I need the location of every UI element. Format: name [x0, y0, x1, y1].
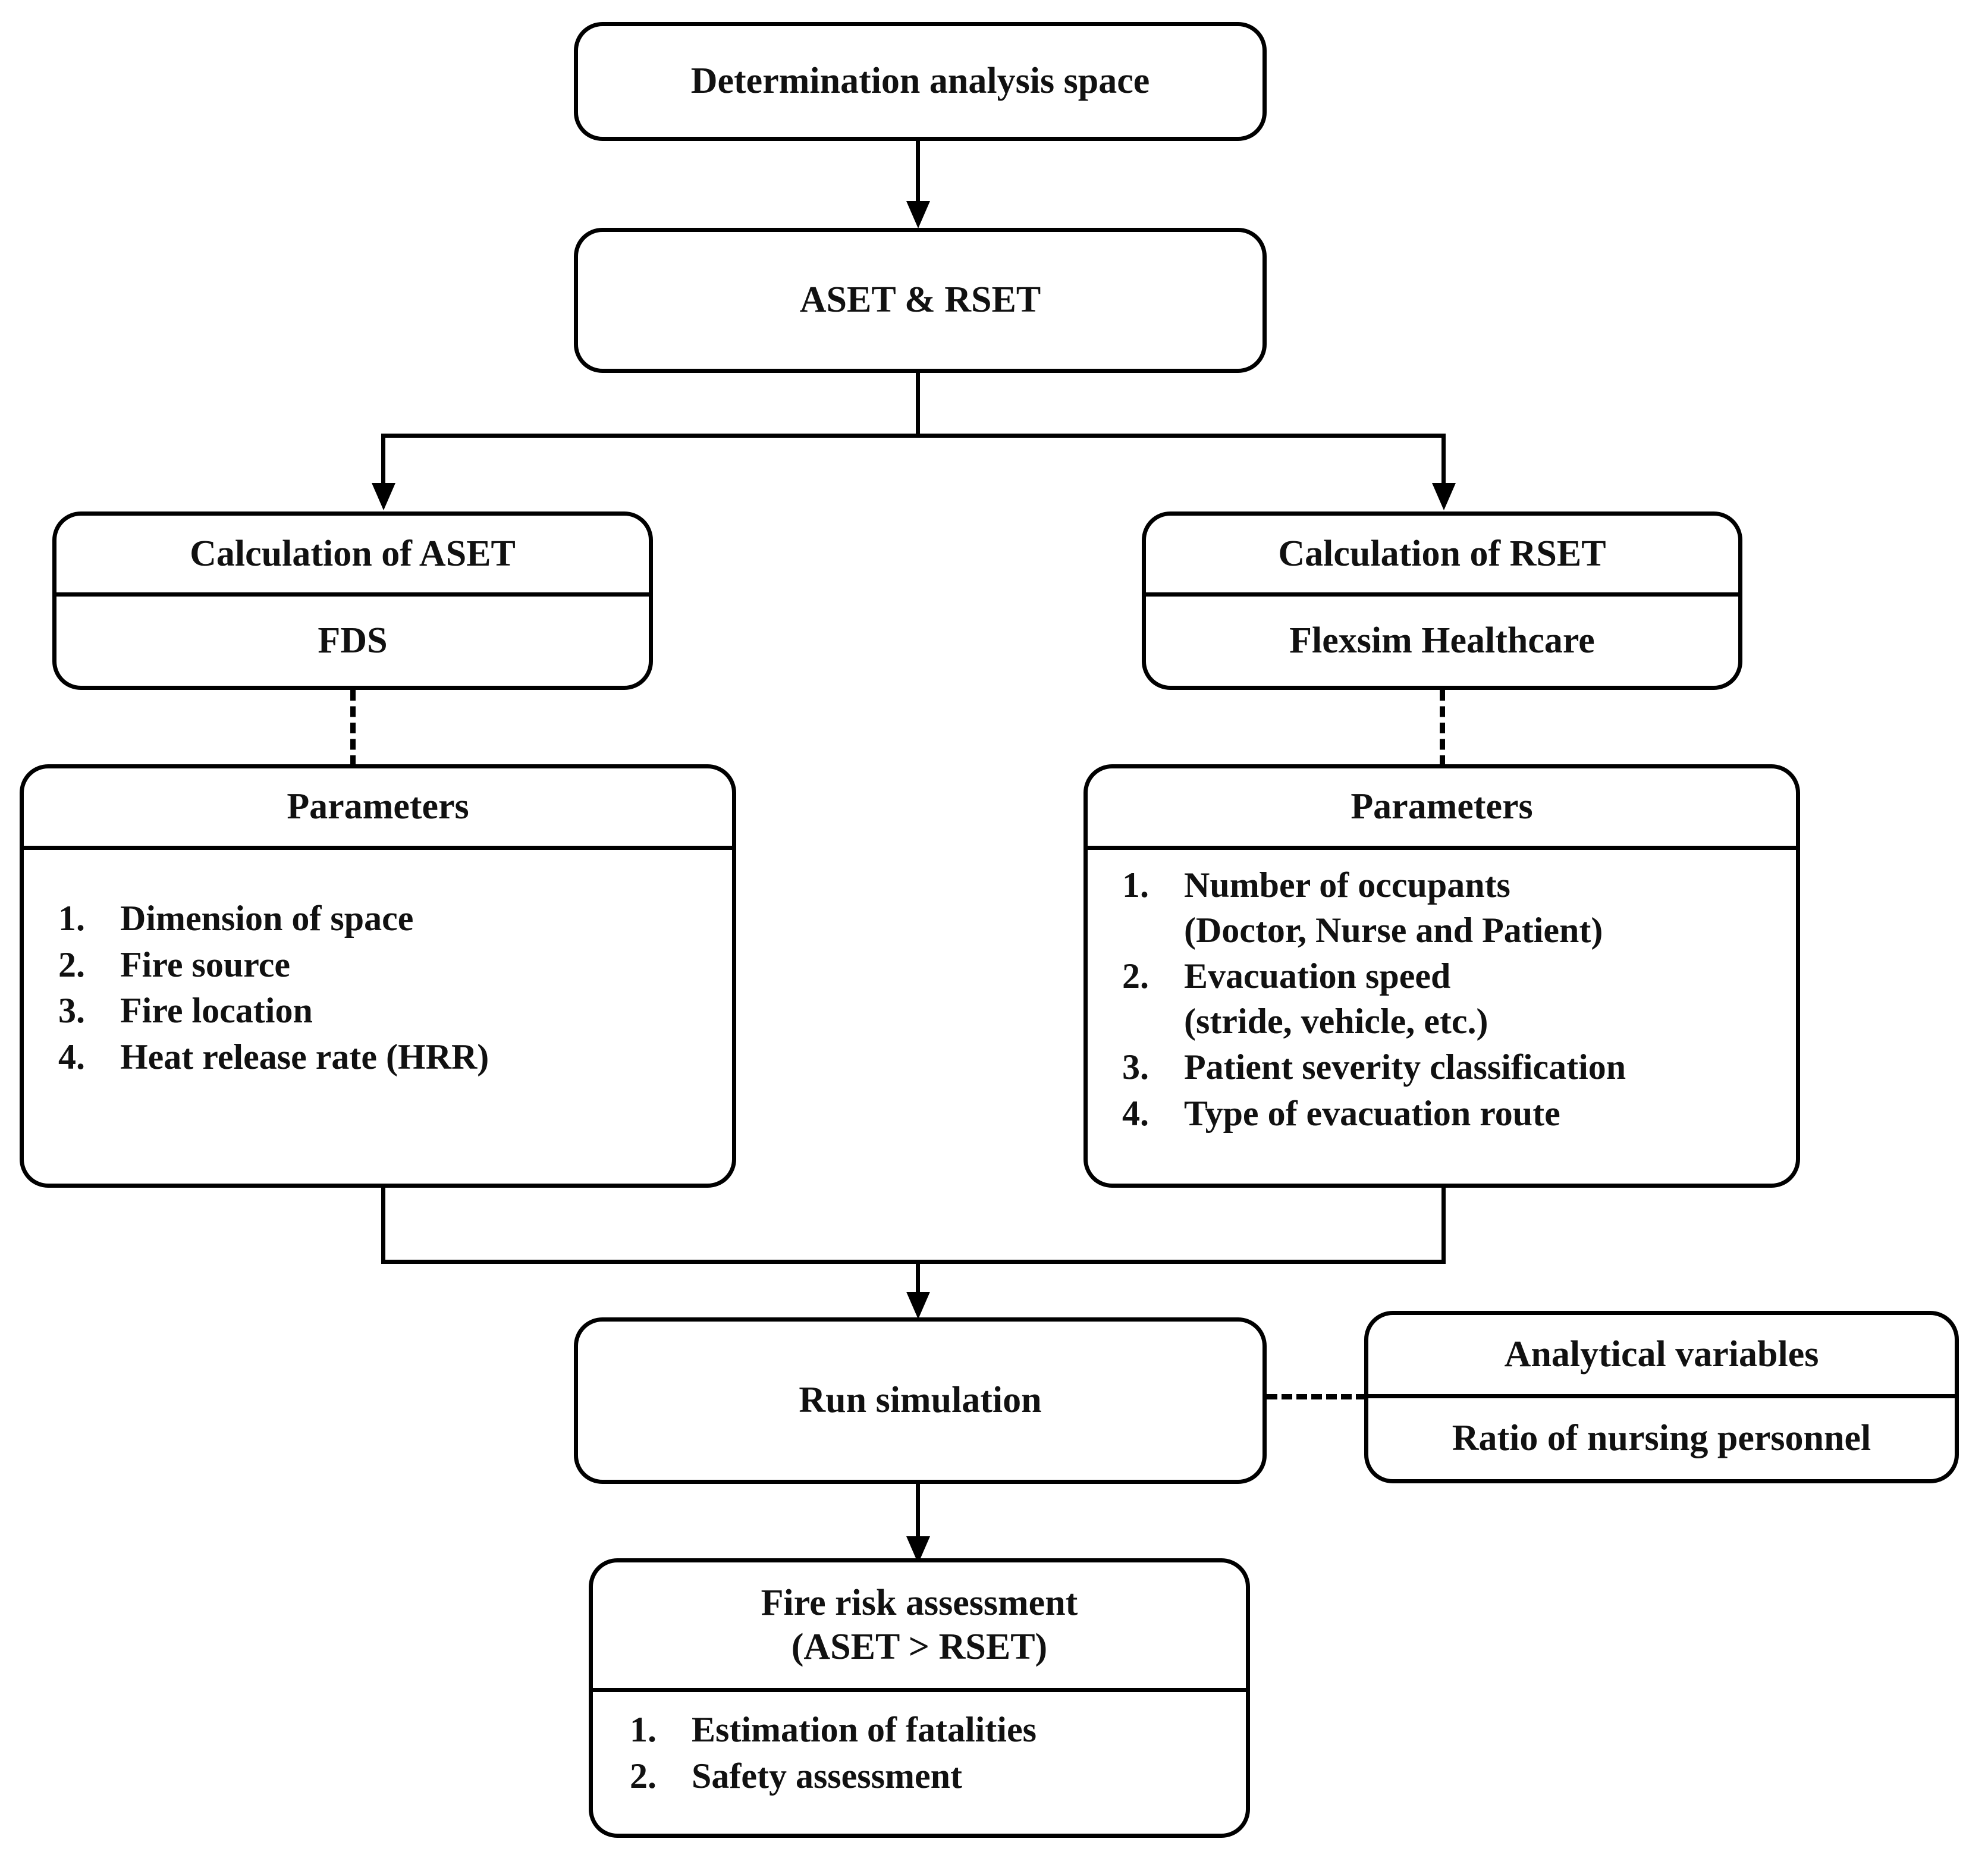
node-calc-aset-tool: FDS — [318, 620, 388, 661]
node-run-simulation-body: Run simulation — [578, 1322, 1262, 1480]
list-item: 3. Patient severity classification — [1122, 1045, 1796, 1090]
node-determination-body: Determination analysis space — [578, 26, 1262, 137]
node-determination-analysis-space[interactable]: Determination analysis space — [574, 22, 1267, 141]
list-item-number: 2. — [630, 1756, 657, 1796]
list-item-text: Evacuation speed (stride, vehicle, etc.) — [1184, 956, 1488, 1041]
connector-run-simulation-to-fire-risk — [916, 1484, 920, 1540]
node-analytical-variables-header-section: Analytical variables — [1368, 1315, 1955, 1398]
node-analytical-variables-value-section: Ratio of nursing personnel — [1368, 1398, 1955, 1479]
list-item: 2. Safety assessment — [630, 1754, 1246, 1799]
list-item: 3. Fire location — [58, 988, 732, 1034]
list-item-text: Estimation of fatalities — [692, 1710, 1037, 1749]
node-calc-rset-header-section: Calculation of RSET — [1146, 516, 1738, 597]
node-calc-rset-tool: Flexsim Healthcare — [1289, 620, 1595, 661]
node-fire-risk-header-section: Fire risk assessment (ASET > RSET) — [593, 1562, 1246, 1692]
connector-determination-to-asetrset — [916, 141, 920, 203]
node-fire-risk-list-section: 1. Estimation of fatalities 2. Safety as… — [593, 1692, 1246, 1834]
node-calc-rset-header: Calculation of RSET — [1278, 533, 1606, 574]
list-item-number: 1. — [58, 899, 85, 938]
node-analytical-variables-header: Analytical variables — [1504, 1333, 1819, 1374]
node-aset-rset[interactable]: ASET & RSET — [574, 228, 1267, 373]
list-item-text: Heat release rate (HRR) — [120, 1037, 489, 1077]
node-parameters-rset-header-section: Parameters — [1088, 768, 1796, 850]
list-item-text: Fire location — [120, 991, 313, 1031]
node-run-simulation-label: Run simulation — [799, 1380, 1042, 1421]
node-fire-risk-header: Fire risk assessment (ASET > RSET) — [761, 1583, 1078, 1667]
connector-asetrset-stem — [916, 373, 920, 436]
node-calc-aset-header: Calculation of ASET — [190, 533, 516, 574]
dashed-connector-calc-rset-to-parameters — [1440, 690, 1445, 766]
list-item-number: 4. — [1122, 1093, 1149, 1133]
list-item: 1. Estimation of fatalities — [630, 1708, 1246, 1753]
node-fire-risk-assessment[interactable]: Fire risk assessment (ASET > RSET) 1. Es… — [589, 1558, 1250, 1838]
connector-merge-right-riser — [1441, 1188, 1446, 1264]
arrowhead-to-calc-rset — [1432, 483, 1456, 510]
node-parameters-aset[interactable]: Parameters 1. Dimension of space 2. Fire… — [20, 764, 736, 1188]
list-item: 1. Dimension of space — [58, 896, 732, 942]
list-item-number: 4. — [58, 1037, 85, 1077]
list-item: 1. Number of occupants (Doctor, Nurse an… — [1122, 863, 1796, 953]
node-parameters-rset[interactable]: Parameters 1. Number of occupants (Docto… — [1083, 764, 1800, 1188]
node-calculation-of-aset[interactable]: Calculation of ASET FDS — [52, 511, 653, 690]
fire-risk-list: 1. Estimation of fatalities 2. Safety as… — [630, 1708, 1246, 1799]
node-calculation-of-rset[interactable]: Calculation of RSET Flexsim Healthcare — [1142, 511, 1742, 690]
connector-merge-stem — [916, 1260, 920, 1295]
list-item-text: Patient severity classification — [1184, 1047, 1626, 1087]
connector-split-left-drop — [381, 434, 385, 487]
parameters-rset-list: 1. Number of occupants (Doctor, Nurse an… — [1122, 863, 1796, 1137]
node-calc-aset-tool-section: FDS — [56, 597, 649, 686]
parameters-aset-list: 1. Dimension of space 2. Fire source 3. … — [58, 896, 732, 1079]
node-calc-aset-header-section: Calculation of ASET — [56, 516, 649, 597]
list-item-text: Dimension of space — [120, 899, 414, 938]
node-parameters-aset-header-section: Parameters — [24, 768, 732, 850]
list-item-text: Fire source — [120, 944, 291, 984]
connector-merge-bar — [381, 1260, 1446, 1264]
list-item: 4. Heat release rate (HRR) — [58, 1035, 732, 1080]
list-item-number: 3. — [1122, 1047, 1149, 1087]
list-item: 4. Type of evacuation route — [1122, 1091, 1796, 1137]
connector-merge-left-riser — [381, 1188, 385, 1264]
dashed-connector-calc-aset-to-parameters — [350, 690, 356, 766]
list-item-number: 2. — [58, 944, 85, 984]
node-analytical-variables[interactable]: Analytical variables Ratio of nursing pe… — [1364, 1311, 1959, 1483]
node-determination-label: Determination analysis space — [690, 61, 1150, 102]
list-item-text: Type of evacuation route — [1184, 1093, 1560, 1133]
connector-split-right-drop — [1441, 434, 1446, 487]
node-calc-rset-tool-section: Flexsim Healthcare — [1146, 597, 1738, 686]
node-parameters-rset-list-section: 1. Number of occupants (Doctor, Nurse an… — [1088, 850, 1796, 1184]
list-item-number: 2. — [1122, 956, 1149, 996]
node-parameters-aset-header: Parameters — [287, 786, 469, 827]
node-parameters-aset-list-section: 1. Dimension of space 2. Fire source 3. … — [24, 850, 732, 1184]
node-analytical-variables-value: Ratio of nursing personnel — [1452, 1418, 1871, 1459]
list-item-number: 3. — [58, 991, 85, 1031]
list-item: 2. Fire source — [58, 943, 732, 988]
arrowhead-to-run-simulation — [906, 1292, 930, 1319]
node-parameters-rset-header: Parameters — [1351, 786, 1533, 827]
node-aset-rset-label: ASET & RSET — [799, 280, 1041, 321]
arrowhead-to-calc-aset — [372, 483, 395, 510]
node-run-simulation[interactable]: Run simulation — [574, 1317, 1267, 1484]
node-aset-rset-body: ASET & RSET — [578, 232, 1262, 369]
list-item-number: 1. — [1122, 865, 1149, 905]
arrowhead-determination-to-asetrset — [906, 201, 930, 228]
list-item-text: Number of occupants (Doctor, Nurse and P… — [1184, 865, 1603, 950]
dashed-connector-run-simulation-to-analytical-variables — [1267, 1394, 1367, 1399]
list-item: 2. Evacuation speed (stride, vehicle, et… — [1122, 954, 1796, 1044]
list-item-number: 1. — [630, 1710, 657, 1749]
connector-split-bar — [381, 434, 1446, 438]
list-item-text: Safety assessment — [692, 1756, 962, 1796]
